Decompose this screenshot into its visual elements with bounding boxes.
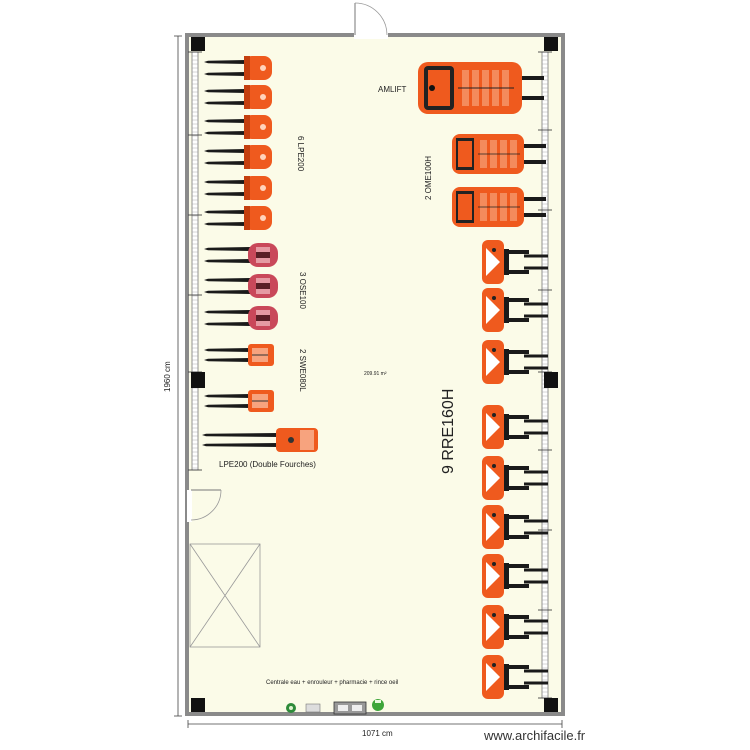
fork: [204, 290, 250, 294]
height-dimension-label: 1960 cm: [163, 361, 172, 392]
swe080l-truck[interactable]: [204, 344, 274, 366]
rre160h-truck[interactable]: [482, 405, 548, 449]
fork: [204, 131, 246, 135]
fork: [204, 180, 246, 184]
pillars: [191, 37, 558, 712]
fork: [204, 310, 250, 314]
fork: [204, 149, 246, 153]
ose100-truck[interactable]: [204, 243, 278, 267]
dimension-lines: [174, 35, 563, 728]
storage-area: [189, 543, 261, 648]
pillar: [191, 37, 205, 51]
ose100-truck[interactable]: [204, 306, 278, 330]
ome100h-truck[interactable]: [452, 187, 546, 227]
rre160h-truck[interactable]: [482, 605, 548, 649]
ose100-group-label: 3 OSE100: [298, 272, 307, 309]
rre160h-truck[interactable]: [482, 288, 548, 332]
ome100h-group-label: 2 OME100H: [424, 155, 433, 200]
lpe200-truck[interactable]: [204, 56, 272, 80]
side-door[interactable]: [187, 489, 222, 522]
fork: [204, 89, 246, 93]
fork: [204, 394, 250, 398]
lpe200-truck[interactable]: [204, 176, 272, 200]
fork: [204, 119, 246, 123]
fork: [204, 192, 246, 196]
swe080l-group-label: 2 SWE080L: [298, 349, 307, 392]
area-label: 209.91 m²: [364, 371, 387, 377]
rre160h-truck[interactable]: [482, 340, 548, 384]
entrance-door[interactable]: [354, 2, 388, 39]
pillar: [544, 372, 558, 388]
fork: [204, 259, 250, 263]
rre160h-truck[interactable]: [482, 655, 548, 699]
lpe200-group-label: 6 LPE200: [296, 136, 305, 172]
width-dimension-label: 1071 cm: [362, 729, 393, 738]
fork: [204, 278, 250, 282]
fork: [204, 404, 250, 408]
fork: [204, 60, 246, 64]
watermark: www.archifacile.fr: [484, 728, 586, 743]
fork: [202, 443, 278, 447]
fork: [204, 161, 246, 165]
ose100-truck[interactable]: [204, 274, 278, 298]
fork: [204, 247, 250, 251]
charging-rack-left: [188, 51, 202, 471]
hose-reel: [305, 703, 321, 713]
ome100h-truck[interactable]: [452, 134, 546, 174]
left-trucks: [202, 56, 318, 452]
lpe200-truck[interactable]: [204, 85, 272, 109]
rre160h-truck[interactable]: [482, 240, 548, 284]
lpe200-truck[interactable]: [204, 145, 272, 169]
fork: [204, 222, 246, 226]
rre160h-truck[interactable]: [482, 505, 548, 549]
pillar: [191, 698, 205, 712]
lpe200-double-truck[interactable]: [202, 428, 318, 452]
lpe200-double-label: LPE200 (Double Fourches): [219, 460, 316, 469]
pillar: [544, 698, 558, 712]
fork: [204, 358, 250, 362]
rre160h-group-label: 9 RRE160H: [440, 388, 457, 474]
lpe200-truck[interactable]: [204, 206, 272, 230]
amlift-truck[interactable]: [418, 62, 544, 114]
pillar: [191, 372, 205, 388]
utilities-station: [286, 699, 384, 715]
rre160h-truck[interactable]: [482, 554, 548, 598]
fork: [202, 433, 278, 437]
fork: [204, 348, 250, 352]
fork: [204, 210, 246, 214]
right-trucks: [418, 62, 548, 699]
swe080l-truck[interactable]: [204, 390, 274, 412]
rre160h-truck[interactable]: [482, 456, 548, 500]
pillar: [544, 37, 558, 51]
fork: [204, 72, 246, 76]
amlift-label: AMLIFT: [378, 85, 407, 94]
fork: [204, 322, 250, 326]
utilities-label: Centrale eau + enrouleur + pharmacie + r…: [266, 680, 399, 686]
lpe200-truck[interactable]: [204, 115, 272, 139]
fork: [204, 101, 246, 105]
